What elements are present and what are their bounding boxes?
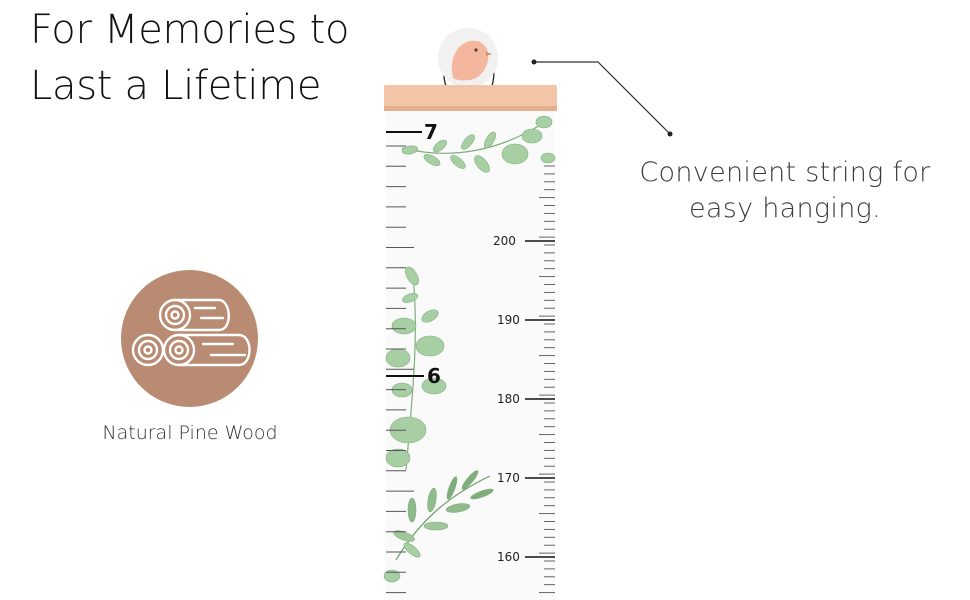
eucalyptus-leaves <box>383 115 556 583</box>
callout-leader-dot-start <box>531 59 537 65</box>
wood-logs-icon <box>121 270 258 407</box>
cm-label-180: 180 <box>497 392 520 406</box>
cm-label-200: 200 <box>493 234 516 248</box>
growth-chart-canvas <box>386 111 555 600</box>
feet-label-6: 6 <box>427 364 441 388</box>
cm-labels: 200 190 180 170 160 <box>493 234 555 564</box>
natural-pine-wood-badge <box>121 270 258 407</box>
hanger-bar-shadow <box>384 106 557 111</box>
wooden-hanger-bar <box>384 85 557 111</box>
headline-line-1: For Memories to <box>30 7 350 53</box>
bird-ornament <box>438 28 498 88</box>
cm-label-170: 170 <box>497 471 520 485</box>
cm-label-190: 190 <box>497 313 520 327</box>
cm-label-160: 160 <box>497 550 520 564</box>
callout-line-1: Convenient string for <box>639 157 931 188</box>
callout-leader-line <box>534 61 671 135</box>
callout-leader-dot-end <box>667 131 673 137</box>
natural-pine-wood-label: Natural Pine Wood <box>102 422 278 444</box>
feet-scale-ticks <box>386 145 414 594</box>
cm-scale-ticks <box>539 165 555 594</box>
headline-line-2: Last a Lifetime <box>30 63 322 109</box>
feet-label-7: 7 <box>424 120 438 144</box>
callout-line-2: easy hanging. <box>688 193 882 224</box>
headline: For Memories to Last a Lifetime <box>30 2 349 114</box>
hanging-string-callout: Convenient string for easy hanging. <box>630 155 940 227</box>
